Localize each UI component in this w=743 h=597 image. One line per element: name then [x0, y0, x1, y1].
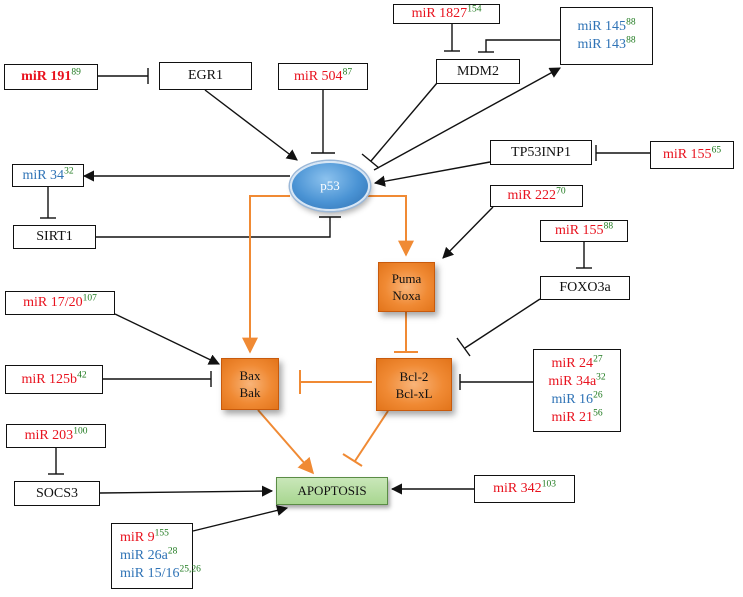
mir203-label: miR 203 — [24, 428, 74, 443]
mir342-box: miR 342103 — [474, 475, 575, 503]
mir222-ref: 70 — [556, 186, 566, 197]
egr1-label: EGR1 — [188, 68, 223, 83]
edge-sirt1-p53 — [96, 217, 331, 238]
p53-label: p53 — [320, 178, 340, 193]
edge-p53-mir145 — [373, 67, 561, 171]
edge-p53-bax — [242, 195, 290, 354]
mir1827-ref: 154 — [467, 4, 482, 15]
mir143-label: miR 143 — [577, 37, 627, 52]
edge-mir145-mdm2 — [485, 39, 560, 52]
mir24-ref: 27 — [593, 353, 603, 364]
mir504-ref: 87 — [342, 66, 353, 77]
edge-foxo3a-bcl2 — [464, 298, 541, 349]
mir143-ref: 88 — [626, 35, 636, 46]
mir1720-ref: 107 — [82, 293, 97, 304]
mir34-box: miR 3432 — [12, 164, 84, 187]
mir9-ref: 155 — [154, 528, 169, 539]
mir16-label: miR 16 — [551, 391, 594, 407]
mir155b-box: miR 15588 — [540, 220, 628, 242]
mir34-label: miR 34 — [22, 167, 65, 183]
p53-node: p53 — [290, 161, 370, 211]
mir203-ref: 100 — [73, 426, 88, 437]
edge-mir1720-bax — [114, 313, 221, 365]
mir24-group-box: miR 2427 miR 34a32 miR 1626 miR 2156 — [533, 349, 621, 432]
mir191-box: miR 19189 — [4, 64, 98, 90]
bclxl-label: Bcl-xL — [395, 385, 433, 401]
mir203-box: miR 203100 — [6, 424, 106, 448]
mir1720-label: miR 17/20 — [23, 295, 83, 310]
edge-tp53inp1-p53 — [373, 161, 491, 187]
mdm2-label: MDM2 — [456, 63, 499, 79]
edge-bcl2-apoptosis-bar — [342, 453, 363, 467]
mir342-label: miR 342 — [493, 481, 542, 496]
foxo3a-label: FOXO3a — [559, 280, 611, 295]
mir145-143-box: miR 14588 miR 14388 — [560, 7, 653, 65]
mir504-label: miR 504 — [293, 68, 343, 84]
edge-mdm2-p53 — [370, 82, 438, 162]
mir145-label: miR 145 — [577, 19, 627, 34]
bak-label: Bak — [239, 385, 261, 400]
sirt1-box: SIRT1 — [13, 225, 96, 249]
mir155b-label: miR 155 — [554, 223, 604, 238]
mir222-box: miR 22270 — [490, 185, 583, 207]
noxa-label: Noxa — [392, 288, 421, 303]
socs3-box: SOCS3 — [14, 481, 100, 506]
tp53inp1-box: TP53INP1 — [490, 140, 592, 165]
mir26a-ref: 28 — [167, 546, 178, 557]
apoptosis-label: APOPTOSIS — [297, 483, 367, 498]
foxo3a-box: FOXO3a — [540, 276, 630, 300]
mir26a-label: miR 26a — [120, 548, 168, 563]
puma-label: Puma — [391, 271, 422, 286]
mir21-ref: 56 — [593, 407, 603, 418]
puma-noxa-node: Puma Noxa — [378, 262, 435, 312]
mir9-group-box: miR 9155 miR 26a28 miR 15/1625,26 — [111, 523, 201, 589]
tp53inp1-label: TP53INP1 — [511, 144, 571, 160]
mir155a-ref: 65 — [711, 145, 722, 156]
mir34-ref: 32 — [64, 165, 74, 176]
mir191-ref: 89 — [71, 67, 81, 78]
mir155a-label: miR 155 — [662, 147, 712, 162]
mir191-label: miR 191 — [21, 69, 72, 84]
edge-socs3-apoptosis — [99, 485, 274, 497]
mir155b-ref: 88 — [603, 221, 614, 232]
mir222-label: miR 222 — [507, 188, 557, 203]
edge-bcl2-apoptosis — [354, 410, 389, 462]
bax-bak-node: Bax Bak — [221, 358, 279, 410]
edge-p53-puma — [366, 195, 414, 257]
sirt1-label: SIRT1 — [36, 229, 73, 244]
apoptosis-node: APOPTOSIS — [276, 477, 388, 505]
bcl2-bclxl-node: Bcl-2 Bcl-xL — [376, 358, 452, 411]
mir9-label: miR 9 — [120, 530, 155, 545]
mir1516-label: miR 15/16 — [120, 566, 180, 581]
edge-mir9group-apoptosis — [192, 504, 289, 532]
mir1720-box: miR 17/20107 — [5, 291, 115, 315]
mir125b-ref: 42 — [77, 369, 87, 380]
mir34a-label: miR 34a — [548, 373, 597, 389]
mir145-ref: 88 — [626, 17, 636, 28]
bcl2-label: Bcl-2 — [399, 368, 429, 384]
mir504-box: miR 50487 — [278, 63, 368, 90]
mir34a-ref: 32 — [596, 371, 606, 382]
edge-mdm2-p53-bar — [361, 153, 380, 169]
edge-egr1-p53 — [204, 89, 298, 161]
mir1827-box: miR 1827154 — [393, 4, 500, 24]
mir24-label: miR 24 — [551, 355, 594, 371]
egr1-box: EGR1 — [159, 62, 252, 90]
mir21-label: miR 21 — [551, 409, 594, 425]
mir1827-label: miR 1827 — [411, 6, 468, 21]
mir155a-box: miR 15565 — [650, 141, 734, 169]
edge-foxo3a-bcl2-bar — [456, 337, 471, 357]
socs3-label: SOCS3 — [35, 485, 79, 501]
edge-mir222-puma — [442, 206, 494, 259]
bax-label: Bax — [239, 368, 261, 383]
mir342-ref: 103 — [541, 479, 556, 490]
edge-bax-apoptosis — [257, 409, 315, 475]
mdm2-box: MDM2 — [436, 59, 520, 84]
mir16-ref: 26 — [593, 389, 603, 400]
mir125b-label: miR 125b — [21, 371, 78, 387]
mir1516-ref: 25,26 — [179, 564, 201, 575]
mir125b-box: miR 125b42 — [5, 365, 103, 394]
